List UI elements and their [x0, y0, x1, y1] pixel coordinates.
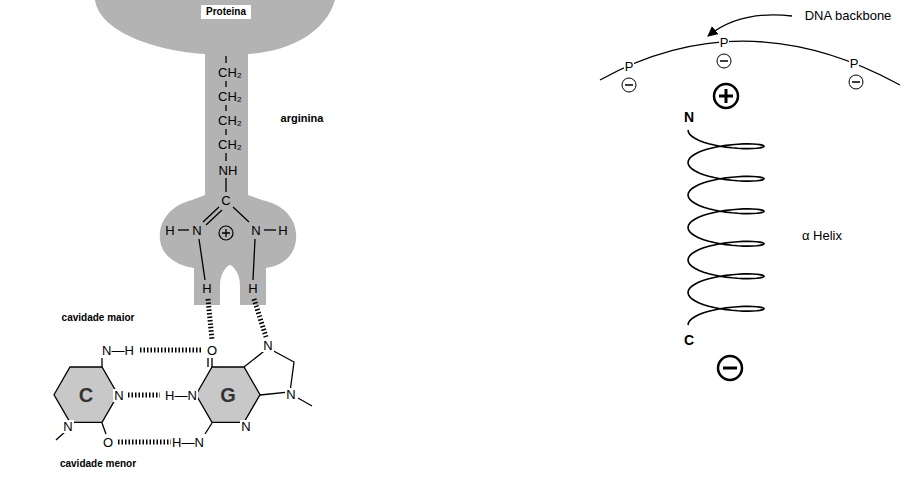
helix-label: α Helix [801, 229, 843, 242]
atom-label: H—N [164, 389, 198, 402]
groove-label: cavidade menor [59, 459, 137, 469]
atom-label: N—H [101, 344, 135, 357]
protein-shape [95, 0, 335, 305]
atom-label: N [285, 388, 296, 401]
atom-label: H—N [171, 436, 205, 449]
atom-label: H [277, 224, 288, 237]
atom-label: H [164, 224, 175, 237]
atom-label: C [220, 194, 231, 207]
atom-label: O [102, 436, 114, 449]
atom-label: N [240, 420, 251, 433]
atom-label: N [113, 389, 124, 402]
phosphate-label: P [849, 57, 860, 70]
protein-label: Proteina [206, 7, 246, 17]
atom-group: CH₂ [217, 66, 243, 79]
guanine-ring: G [196, 367, 260, 422]
atom-label: N [250, 224, 261, 237]
atom-label: N [62, 420, 73, 433]
atom-group: CH₂ [217, 138, 243, 151]
atom-label: N [191, 224, 202, 237]
phosphate-label: P [719, 36, 730, 49]
groove-label: cavidade maior [61, 313, 136, 323]
positive-charge [219, 226, 233, 240]
positive-charge [719, 89, 733, 103]
positive-charge [222, 229, 230, 237]
pointer-arrow [708, 15, 792, 36]
helix-coil [688, 130, 764, 325]
atom-group: CH₂ [217, 90, 243, 103]
negative-charge [625, 61, 860, 85]
negative-charge [622, 54, 863, 92]
atom-group: CH₂ [217, 114, 243, 127]
base-letter: G [220, 385, 236, 405]
alpha-helix [688, 130, 764, 325]
negative-charge [718, 356, 742, 380]
residue-name: arginina [280, 113, 325, 124]
atom-group: NH [218, 164, 239, 177]
atom-label: H [201, 282, 212, 295]
positive-charge [714, 84, 738, 108]
base-letter: C [79, 385, 93, 405]
phosphate-label: P [624, 60, 635, 73]
hydrogen-bond [118, 299, 266, 442]
negative-charge [723, 367, 737, 370]
pointer-label: DNA backbone [804, 9, 893, 22]
terminus-label: N [683, 110, 695, 124]
atom-label: N [262, 339, 273, 352]
protein-label-box: Proteina [201, 5, 251, 19]
atom-label: O [206, 344, 218, 357]
terminus-label: C [683, 333, 695, 347]
cytosine-ring: C [54, 367, 118, 422]
atom-label: H [247, 282, 258, 295]
